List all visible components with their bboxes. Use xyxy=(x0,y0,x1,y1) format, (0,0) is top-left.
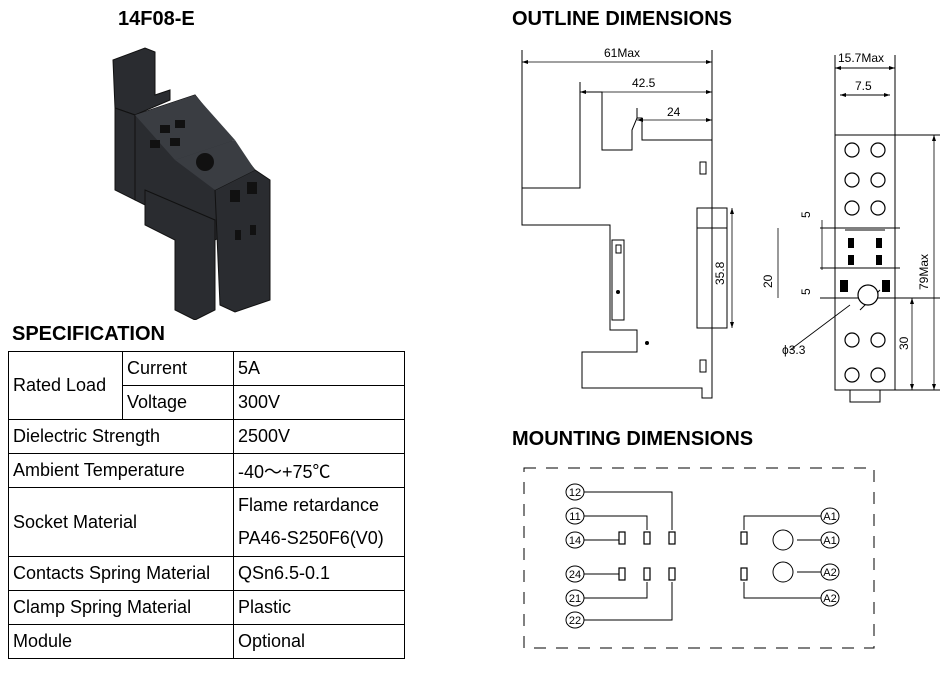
row-value: -40～+75℃ xyxy=(233,453,405,488)
row-value: 2500V xyxy=(233,419,405,454)
terminal-label: 24 xyxy=(569,569,581,581)
row-value: Flame retardance PA46-S250F6(V0) xyxy=(233,487,405,557)
spec-table: Rated Load Current 5A Voltage 300V Diele… xyxy=(8,351,405,659)
row-label: Socket Material xyxy=(8,487,234,557)
front-outline-drawing: 15.7Max 7.5 5 5 20 79Max 30 ϕ3.3 xyxy=(761,51,940,403)
side-outline-drawing: 61Max 42.5 24 35.8 xyxy=(521,46,734,399)
terminal-circle xyxy=(820,507,840,525)
terminal-circle xyxy=(565,611,585,629)
terminal-circle xyxy=(565,565,585,583)
product-title: 14F08-E xyxy=(118,8,195,30)
dim-20: 20 xyxy=(761,274,775,288)
value-line: Flame retardance xyxy=(238,495,380,515)
terminal-circle xyxy=(565,531,585,549)
terminal-circle xyxy=(820,563,840,581)
table-row: Dielectric Strength 2500V xyxy=(8,419,405,454)
terminal-label: A1 xyxy=(823,511,836,523)
table-row: Ambient Temperature -40～+75℃ xyxy=(8,453,405,488)
dim-15-7: 15.7Max xyxy=(838,51,884,65)
row-value: QSn6.5-0.1 xyxy=(233,556,405,591)
terminal-label: A2 xyxy=(823,593,836,605)
mounting-title: MOUNTING DIMENSIONS xyxy=(512,428,754,450)
dim-42: 42.5 xyxy=(632,76,656,90)
dim-5a: 5 xyxy=(799,211,813,218)
terminal-circle xyxy=(820,531,840,549)
dim-79: 79Max xyxy=(917,254,931,290)
terminal-label: 21 xyxy=(569,593,581,605)
terminal-circle xyxy=(565,483,585,501)
dim-35-8: 35.8 xyxy=(713,261,727,285)
dim-7-5: 7.5 xyxy=(855,79,872,93)
terminal-label: 12 xyxy=(569,487,581,499)
dim-5b: 5 xyxy=(799,288,813,295)
row-value: Optional xyxy=(233,624,405,659)
dim-61: 61Max xyxy=(604,46,640,60)
terminal-label: 14 xyxy=(569,535,581,547)
row-label: Ambient Temperature xyxy=(8,453,234,488)
current-label: Current xyxy=(122,351,234,386)
voltage-label: Voltage xyxy=(122,385,234,420)
row-label: Dielectric Strength xyxy=(8,419,234,454)
terminal-label: 22 xyxy=(569,615,581,627)
current-value: 5A xyxy=(233,351,405,386)
terminal-circle xyxy=(565,589,585,607)
terminal-label: A1 xyxy=(823,535,836,547)
terminal-circle xyxy=(820,589,840,607)
value-line: PA46-S250F6(V0) xyxy=(238,528,384,548)
terminal-label: 11 xyxy=(569,511,580,523)
row-value: Plastic xyxy=(233,590,405,625)
outline-title: OUTLINE DIMENSIONS xyxy=(512,8,733,30)
product-photo xyxy=(112,47,271,320)
dim-30: 30 xyxy=(897,336,911,350)
table-row: Clamp Spring Material Plastic xyxy=(8,590,405,625)
dim-3-3: ϕ3.3 xyxy=(782,343,806,357)
row-label: Clamp Spring Material xyxy=(8,590,234,625)
row-label: Contacts Spring Material xyxy=(8,556,234,591)
row-label: Module xyxy=(8,624,234,659)
terminal-circle xyxy=(565,507,585,525)
dim-24: 24 xyxy=(667,105,681,119)
terminal-label: A2 xyxy=(823,567,836,579)
table-row: Rated Load Current 5A xyxy=(8,351,405,420)
spec-title: SPECIFICATION xyxy=(12,323,165,345)
table-row: Contacts Spring Material QSn6.5-0.1 xyxy=(8,556,405,591)
rated-load-label: Rated Load xyxy=(8,351,123,420)
table-row: Module Optional xyxy=(8,624,405,659)
table-row: Socket Material Flame retardance PA46-S2… xyxy=(8,487,405,557)
voltage-value: 300V xyxy=(233,385,405,420)
